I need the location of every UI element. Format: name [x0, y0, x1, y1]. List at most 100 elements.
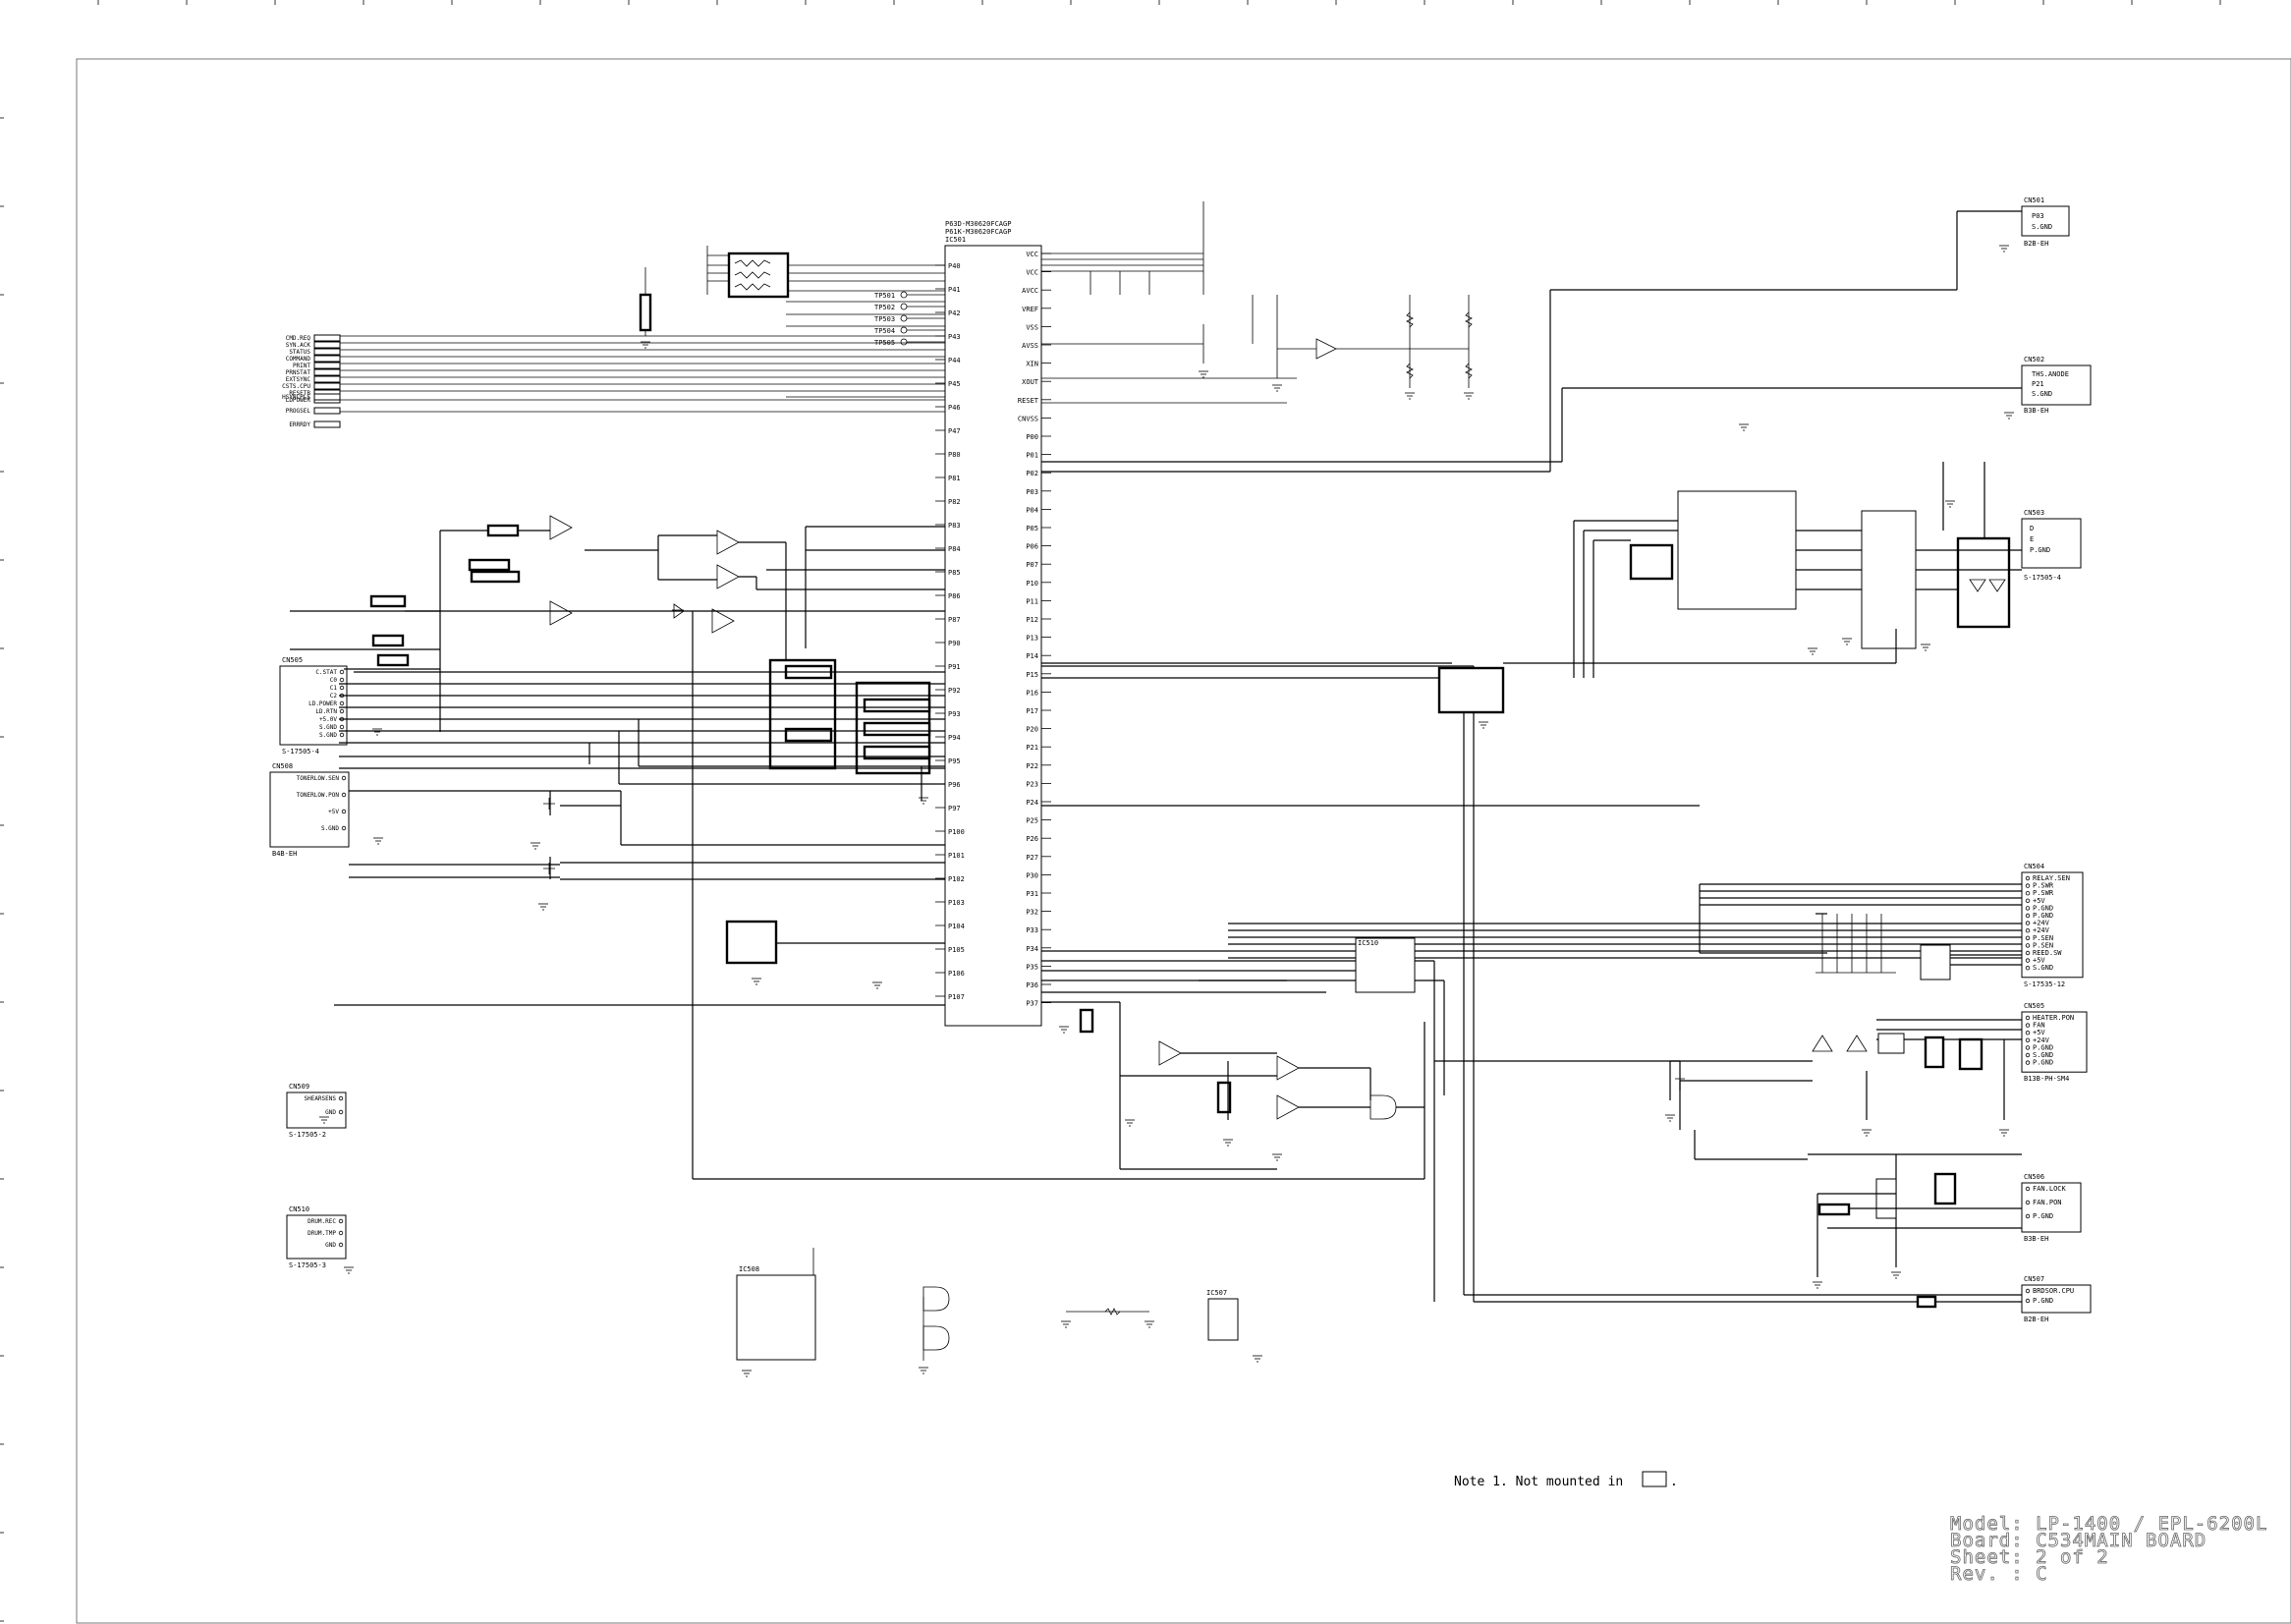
net-label: SYN.ACK [286, 342, 311, 349]
resistor-array-top [639, 246, 790, 336]
mcu-right-pin: P10 [1026, 580, 1038, 588]
svg-text:S.GND: S.GND [2032, 223, 2052, 231]
mcu-left-pin: P102 [948, 875, 965, 883]
mcu-right-pin: P30 [1026, 871, 1038, 879]
note-suffix: . [1670, 1475, 1678, 1489]
connector-name: CN508 [272, 762, 293, 770]
mcu-label-1: P63D-M30620FCAGP [945, 220, 1011, 228]
connector-pin: P.SWR [2033, 889, 2054, 897]
connector-pin: DRUM.REC [307, 1218, 336, 1225]
mcu-right-pin: AVCC [1022, 287, 1038, 295]
svg-text:B3B-EH: B3B-EH [2024, 407, 2048, 415]
lower-right-circuit [1474, 913, 2022, 1309]
right-routing-wires [1041, 210, 2022, 1302]
connector-cn505-left: CN505C.STATC0C1C2LD.POWERLD.RTN+5.0VS.GN… [279, 656, 348, 756]
connector-pin: C2 [330, 693, 338, 700]
mounting-note: Note 1. Not mounted in . [1454, 1471, 1678, 1489]
mcu-left-pin: P92 [948, 687, 961, 695]
mcu-left-pin: P97 [948, 805, 961, 812]
net-label: RESETB [289, 390, 310, 397]
mcu-right-pin: RESET [1018, 397, 1039, 405]
connector-pin: P.SWR [2033, 882, 2054, 890]
mcu-left-pin: P43 [948, 333, 961, 341]
svg-text:P03: P03 [2032, 212, 2044, 220]
connector-name: CN505 [2024, 1002, 2044, 1010]
connector-pin: S.GND [2033, 1051, 2053, 1059]
mcu-right-pin: P02 [1026, 470, 1038, 477]
connector-pin: P.SEN [2033, 941, 2053, 949]
test-point: TP501 [874, 292, 895, 300]
connector-pin: S.GND [319, 732, 337, 739]
net-label: ERRRDY [289, 421, 310, 428]
mcu-right-pin: VSS [1026, 323, 1038, 331]
small-ic-mid-left [725, 920, 945, 965]
note-text: Note 1. Not mounted in [1454, 1475, 1623, 1489]
net-label: CSTS.CPU [282, 383, 310, 390]
mcu-left-pin: P44 [948, 357, 961, 364]
mcu-right-pin: VCC [1026, 251, 1038, 258]
svg-text:E: E [2030, 535, 2034, 543]
connector-cn501: CN501 P03 S.GND B2B-EH [2021, 196, 2070, 248]
mcu-left-pin: P94 [948, 734, 961, 742]
mcu-part: IC501 [945, 236, 966, 244]
connector-pin: REED.SW [2033, 949, 2062, 957]
mcu-left-pin: P85 [948, 569, 961, 577]
mcu-left-pin: P82 [948, 498, 961, 506]
mcu-right-pin: P22 [1026, 762, 1038, 770]
connector-pin: P.GND [2033, 1043, 2053, 1051]
mcu-right-pin: P07 [1026, 561, 1038, 569]
connector-part: S-17505-2 [289, 1131, 326, 1139]
connector-cn503: CN503 D E P.GND S-17505-4 [2021, 509, 2082, 582]
mcu-right-pin: VCC [1026, 269, 1038, 277]
right-driver-block [1041, 462, 2022, 714]
connector-pin: P.GND [2033, 912, 2053, 920]
mcu-right-pin: P16 [1026, 689, 1038, 697]
decoupling-caps-top [1041, 201, 1356, 404]
connector-pin: DRUM.TMP [307, 1230, 336, 1237]
svg-text:THS.ANODE: THS.ANODE [2032, 370, 2069, 378]
connector-pin: +24V [2033, 1036, 2050, 1044]
connector-pin: C1 [330, 685, 338, 692]
connector-pin: TONERLOW.PON [297, 792, 340, 799]
connector-cn504: CN504RELAY.SENP.SWRP.SWR+5VP.GNDP.GND+24… [2021, 863, 2084, 988]
title-block: Model: LP-1400 / EPL-6200L Board: C534MA… [1950, 1513, 2267, 1586]
mcu-left-pin: P104 [948, 923, 965, 930]
connector-part: S-17535-12 [2024, 980, 2065, 988]
bottom-left-misc: IC508 IC507 [736, 1248, 1239, 1361]
left-bus-wires [324, 264, 945, 413]
svg-text:D: D [2030, 525, 2034, 532]
mcu-left-pin: P86 [948, 592, 961, 600]
net-label: STATUS [289, 349, 310, 356]
connector-name: CN507 [2024, 1275, 2044, 1283]
mcu-left-pin: P40 [948, 262, 961, 270]
mcu-left-pin: P93 [948, 710, 961, 718]
svg-text:IC507: IC507 [1206, 1289, 1227, 1297]
mcu-right-pin: P04 [1026, 506, 1038, 514]
mcu-left-pin: P45 [948, 380, 961, 388]
connector-pin: SHEARSENS [304, 1095, 336, 1102]
net-label: LDPOWER [286, 397, 311, 404]
connector-name: CN509 [289, 1083, 309, 1091]
svg-text:S.GND: S.GND [2032, 390, 2052, 398]
connector-name: CN510 [289, 1205, 309, 1213]
mcu-right-pin: P21 [1026, 744, 1038, 752]
mcu-label-2: P61K-M30620FCAGP [945, 228, 1011, 236]
mcu-right-pin: P36 [1026, 981, 1038, 989]
net-label: PROGSEL [286, 408, 311, 415]
mcu-right-pin: VREF [1022, 306, 1038, 313]
mcu-left-pin: P81 [948, 475, 961, 482]
connector-cn508: CN508TONERLOW.SENTONERLOW.PON+5VS.GNDB4B… [269, 762, 350, 858]
mcu-right-pin: P31 [1026, 890, 1038, 898]
connector-pin: +24V [2033, 926, 2050, 934]
mcu-right-pin: P05 [1026, 525, 1038, 532]
mcu-left-pin: P95 [948, 757, 961, 765]
connector-cn505-right: CN505HEATER.PONFAN+5V+24VP.GNDS.GNDP.GND… [2021, 1002, 2088, 1083]
left-transistor-drivers [349, 790, 945, 880]
top-right-resistors [1356, 295, 1473, 388]
mcu-left-pin: P107 [948, 993, 965, 1001]
connector-pin: C.STAT [315, 669, 337, 676]
